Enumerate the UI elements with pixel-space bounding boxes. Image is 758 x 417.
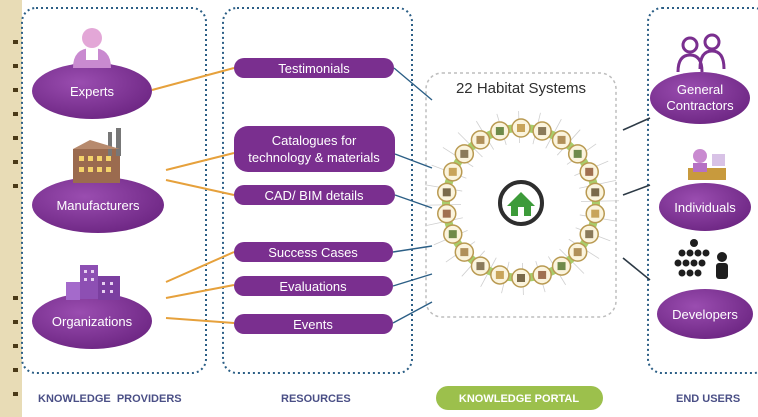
resource-catalogues: Catalogues for technology & materials xyxy=(234,126,395,172)
habitat-system-glyph xyxy=(517,274,525,282)
svg-text:Events: Events xyxy=(293,317,333,332)
habitat-system-glyph xyxy=(538,270,547,279)
svg-text:Developers: Developers xyxy=(672,307,738,322)
svg-text:Individuals: Individuals xyxy=(674,200,736,215)
svg-text:technology & materials: technology & materials xyxy=(248,150,380,165)
provider-connectors xyxy=(151,67,235,324)
people-icon xyxy=(676,33,726,73)
buildings-icon xyxy=(66,265,120,300)
provider-experts: Experts xyxy=(32,28,152,119)
home-icon xyxy=(507,192,535,216)
resources-panel xyxy=(222,7,413,374)
person-at-desk-icon xyxy=(688,149,726,180)
habitat-system-glyph xyxy=(442,209,451,218)
svg-text:CAD/ BIM details: CAD/ BIM details xyxy=(265,188,364,203)
habitat-system-glyph xyxy=(573,248,582,257)
resource-evaluations: Evaluations xyxy=(234,276,393,296)
svg-text:Testimonials: Testimonials xyxy=(278,61,350,76)
svg-text:Evaluations: Evaluations xyxy=(279,279,347,294)
habitat-system-glyph xyxy=(557,135,566,144)
audience-icon xyxy=(674,239,728,279)
habitat-system-glyph xyxy=(591,188,600,197)
knowledge-portal-badge: KNOWLEDGE PORTAL xyxy=(436,386,603,410)
portal-connectors xyxy=(392,67,433,324)
habitat-system-glyph xyxy=(448,167,457,176)
habitat-system-glyph xyxy=(517,124,525,132)
svg-text:Experts: Experts xyxy=(70,84,115,99)
resource-cad-bim: CAD/ BIM details xyxy=(234,185,395,205)
left-edge-strip xyxy=(0,0,22,417)
factory-icon xyxy=(73,128,121,183)
habitat-system-glyph xyxy=(573,149,582,158)
habitat-system-glyph xyxy=(476,262,485,271)
habitat-system-glyph xyxy=(585,167,594,176)
svg-text:Success Cases: Success Cases xyxy=(268,245,358,260)
caption-end-users: END USERS xyxy=(676,393,740,405)
user-developers: Developers xyxy=(657,239,753,339)
user-connectors xyxy=(622,117,651,281)
habitat-system-glyph xyxy=(591,209,600,218)
person-icon xyxy=(73,28,111,68)
user-general-contractors: General Contractors xyxy=(650,33,750,124)
svg-text:Manufacturers: Manufacturers xyxy=(56,198,140,213)
provider-organizations: Organizations xyxy=(32,265,152,349)
resource-success-cases: Success Cases xyxy=(234,242,393,262)
provider-manufacturers: Manufacturers xyxy=(32,128,164,233)
habitat-system-glyph xyxy=(442,188,451,197)
end-users-panel xyxy=(647,7,758,374)
habitat-system-glyph xyxy=(538,127,547,136)
caption-resources: RESOURCES xyxy=(281,393,351,405)
habitat-system-glyph xyxy=(460,248,469,257)
svg-text:Organizations: Organizations xyxy=(52,314,133,329)
svg-text:Contractors: Contractors xyxy=(666,98,734,113)
habitat-system-glyph xyxy=(460,149,469,158)
user-individuals: Individuals xyxy=(659,149,751,231)
svg-text:General: General xyxy=(677,82,723,97)
resource-testimonials: Testimonials xyxy=(234,58,394,78)
portal-title: 22 Habitat Systems xyxy=(456,80,586,97)
habitat-system-glyph xyxy=(476,135,485,144)
habitat-system-glyph xyxy=(448,230,457,239)
habitat-system-glyph xyxy=(585,230,594,239)
providers-panel xyxy=(21,7,207,374)
svg-text:Catalogues for: Catalogues for xyxy=(272,133,357,148)
caption-knowledge-providers: KNOWLEDGE PROVIDERS xyxy=(38,393,182,405)
portal-wheel xyxy=(423,111,619,295)
habitat-system-glyph xyxy=(557,262,566,271)
caption-knowledge-portal: KNOWLEDGE PORTAL xyxy=(459,393,579,405)
resource-events: Events xyxy=(234,314,393,334)
habitat-system-glyph xyxy=(495,127,504,136)
habitat-system-glyph xyxy=(495,270,504,279)
